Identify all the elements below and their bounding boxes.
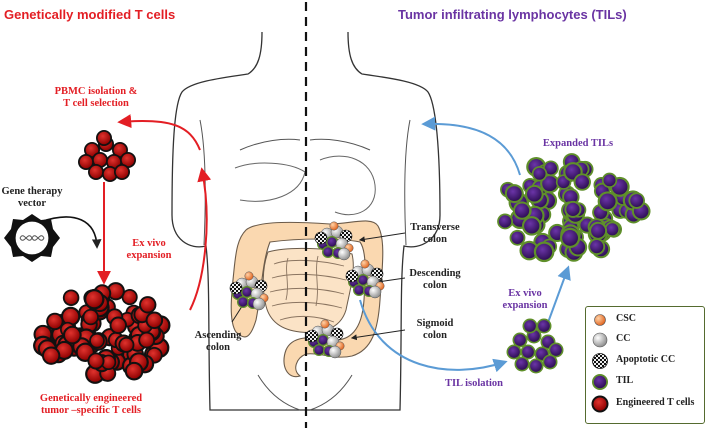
legend-label-apoptotic: Apoptotic CC xyxy=(616,354,676,365)
legend: CSC CC Apoptotic CC TIL Engineered T cel… xyxy=(585,306,705,424)
label-engineered-line2: tumor –specific T cells xyxy=(40,405,142,417)
label-transverse-colon: Transverse colon xyxy=(400,222,470,246)
label-pbmc: PBMC isolation & T cell selection xyxy=(36,86,156,110)
label-descending-colon: Descending colon xyxy=(400,268,470,292)
label-ascending-line2: colon xyxy=(206,342,230,354)
isolated-til-cluster xyxy=(506,318,564,374)
label-pbmc-line2: T cell selection xyxy=(63,98,129,110)
engineered-tcell-cluster xyxy=(33,282,171,384)
label-exvivo-right: Ex vivo expansion xyxy=(492,288,558,312)
label-gene-therapy: Gene therapy vector xyxy=(0,186,64,210)
label-pbmc-line1: PBMC isolation & xyxy=(54,86,138,97)
label-gene-therapy-line1: Gene therapy xyxy=(1,186,63,197)
label-descending-line1: Descending xyxy=(409,268,461,279)
label-transverse-line1: Transverse xyxy=(410,222,460,233)
label-sigmoid-line2: colon xyxy=(423,330,447,342)
label-sigmoid-colon: Sigmoid colon xyxy=(400,318,470,342)
label-exvivo-left-line2: expansion xyxy=(126,250,172,262)
expanded-til-cluster xyxy=(497,153,651,263)
arrow-expanded-back xyxy=(421,116,521,176)
gene-therapy-vector xyxy=(4,214,60,262)
label-til-isolation: TIL isolation xyxy=(444,378,504,389)
label-engineered-line1: Genetically engineered xyxy=(39,393,143,404)
tumor-ascending xyxy=(229,271,269,311)
pbmc-tcell-cluster xyxy=(78,130,136,182)
label-ascending-line1: Ascending xyxy=(194,330,242,341)
arrow-til-isolation xyxy=(359,299,508,373)
legend-swatches xyxy=(591,314,609,413)
legend-label-csc: CSC xyxy=(616,313,637,324)
legend-tcell-icon xyxy=(591,395,609,413)
label-sigmoid-line1: Sigmoid xyxy=(416,318,454,329)
tumor-sigmoid xyxy=(305,319,345,359)
legend-label-cc: CC xyxy=(616,333,631,344)
cell-clusters xyxy=(33,130,651,384)
label-exvivo-right-line2: expansion xyxy=(502,300,548,312)
legend-cc-icon xyxy=(592,332,608,348)
label-ascending-colon: Ascending colon xyxy=(186,330,250,354)
arrow-engineered-back xyxy=(189,167,212,311)
tumor-descending xyxy=(345,259,385,299)
label-gene-therapy-line2: vector xyxy=(18,198,46,210)
legend-label-til: TIL xyxy=(616,375,634,386)
label-exvivo-left: Ex vivo expansion xyxy=(114,238,184,262)
tumor-transverse xyxy=(314,221,354,261)
label-transverse-line2: colon xyxy=(423,234,447,246)
small-intestine-folds xyxy=(269,255,347,323)
title-left: Genetically modified T cells xyxy=(4,7,176,22)
label-expanded-tils: Expanded TILs xyxy=(542,138,614,149)
arrow-pbmc xyxy=(117,114,201,151)
legend-apoptotic-icon xyxy=(592,353,608,369)
legend-label-tcell: Engineered T cells xyxy=(616,397,695,408)
label-exvivo-right-line1: Ex vivo xyxy=(508,288,542,299)
title-right: Tumor infiltrating lymphocytes (TILs) xyxy=(398,7,627,22)
label-engineered-tcells: Genetically engineered tumor –specific T… xyxy=(16,393,166,417)
legend-til-icon xyxy=(592,374,608,390)
arrow-vector xyxy=(39,216,102,249)
label-descending-line2: colon xyxy=(423,280,447,292)
legend-csc-icon xyxy=(594,314,606,326)
arrow-exvivo-right xyxy=(545,265,571,329)
label-exvivo-left-line1: Ex vivo xyxy=(132,238,166,249)
